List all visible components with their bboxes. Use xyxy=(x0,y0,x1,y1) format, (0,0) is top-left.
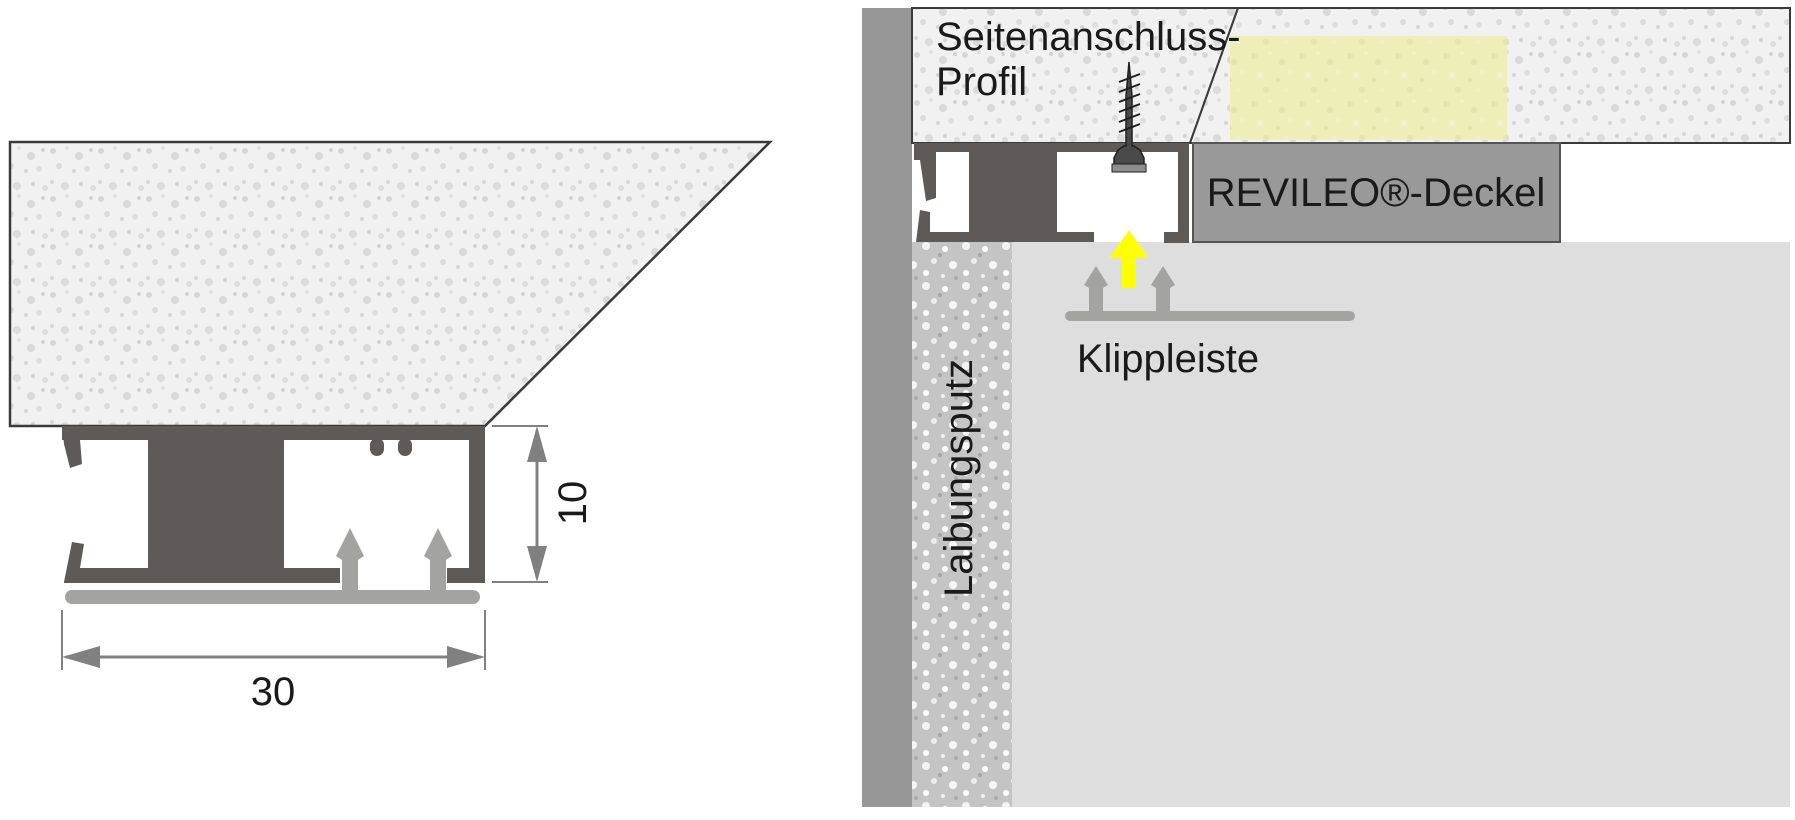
aluminium-profile xyxy=(62,426,485,583)
wall xyxy=(862,8,912,807)
label-clip-strip: Klippleiste xyxy=(1077,337,1259,381)
insert-arrow xyxy=(1109,230,1149,288)
reveal-plaster xyxy=(912,242,1012,807)
label-side-profile-line1: Seitenanschluss- xyxy=(936,15,1241,59)
cover-plate xyxy=(1192,142,1561,243)
width-dimension: 30 xyxy=(61,610,486,714)
left-cross-section: 30 10 xyxy=(8,140,774,714)
speckled-block xyxy=(8,140,774,428)
right-installation-detail: Seitenanschluss- Profil REVILEO®-Deckel … xyxy=(862,7,1791,807)
side-profile xyxy=(914,143,1189,243)
height-dimension: 10 xyxy=(492,425,595,583)
width-dimension-label: 30 xyxy=(251,670,296,714)
clip-strip-detached xyxy=(1065,266,1355,321)
label-side-profile-line2: Profil xyxy=(936,60,1027,104)
height-dimension-label: 10 xyxy=(551,481,595,526)
label-cover: REVILEO®-Deckel xyxy=(1207,171,1545,215)
insulation-core xyxy=(1230,36,1507,140)
screw xyxy=(1111,61,1147,173)
clip-strip xyxy=(65,528,480,604)
label-reveal-plaster: Laibungsputz xyxy=(937,359,981,597)
background-area xyxy=(905,242,1790,807)
